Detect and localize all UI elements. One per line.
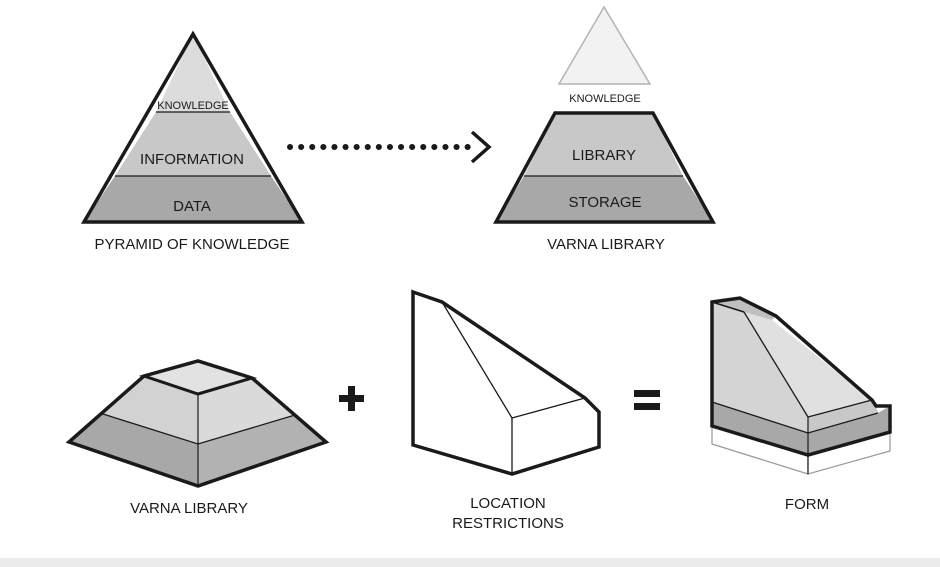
varna-pyramid-caption: VARNA LIBRARY	[547, 236, 665, 253]
pyramid-of-knowledge: KNOWLEDGE INFORMATION DATA PYRAMID OF KN…	[80, 30, 306, 253]
location-block-outline	[411, 289, 601, 476]
pyramid-label-data: DATA	[173, 198, 211, 215]
plus-icon	[339, 386, 364, 411]
library-3d-outline	[65, 359, 330, 488]
location-caption-line1: LOCATION	[470, 495, 546, 512]
form-caption: FORM	[785, 496, 829, 513]
form-outline	[710, 296, 892, 457]
arrowhead-icon	[470, 130, 492, 164]
varna-pyramid-outline	[493, 111, 716, 224]
library-tier	[524, 113, 683, 176]
bottom-margin-strip	[0, 558, 940, 567]
pyramid-label-knowledge: KNOWLEDGE	[157, 100, 229, 112]
pyramid-caption: PYRAMID OF KNOWLEDGE	[94, 236, 289, 253]
pyramid-tier-data	[84, 176, 302, 222]
pyramid-tier-information	[115, 112, 271, 176]
resulting-form: FORM	[710, 296, 892, 513]
transform-arrow	[287, 130, 492, 164]
pyramid-tier-knowledge	[156, 34, 230, 112]
equals-icon	[634, 390, 660, 410]
pyramid-label-information: INFORMATION	[140, 151, 244, 168]
storage-tier	[496, 176, 713, 222]
location-caption-line2: RESTRICTIONS	[452, 515, 564, 532]
pyramid-outline	[80, 30, 306, 224]
varna-library-3d: VARNA LIBRARY	[65, 359, 330, 517]
floating-knowledge-label: KNOWLEDGE	[569, 93, 641, 105]
varna-library-pyramid: KNOWLEDGE LIBRARY STORAGE VARNA LIBRARY	[493, 5, 716, 253]
floating-knowledge-triangle	[557, 5, 652, 85]
storage-tier-label: STORAGE	[568, 194, 641, 211]
library-tier-label: LIBRARY	[572, 147, 636, 164]
location-restrictions-block: LOCATION RESTRICTIONS	[411, 289, 601, 532]
library-3d-caption: VARNA LIBRARY	[130, 500, 248, 517]
